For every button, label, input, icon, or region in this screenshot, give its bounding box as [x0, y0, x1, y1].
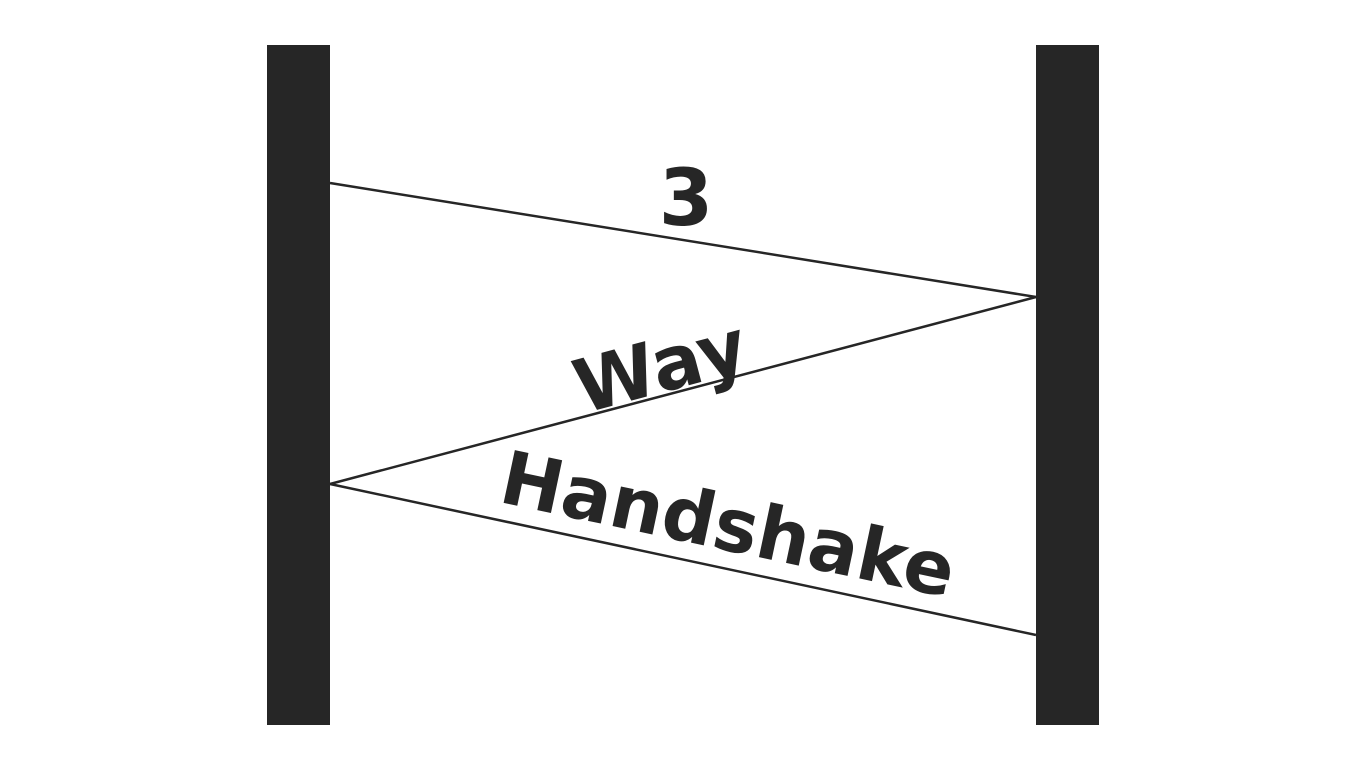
right-endpoint-bar — [1036, 45, 1099, 725]
left-endpoint-bar — [267, 45, 330, 725]
label-number: 3 — [659, 154, 713, 244]
message-line-2 — [329, 295, 1037, 486]
message-line-1 — [329, 181, 1037, 299]
message-line-3 — [329, 482, 1037, 637]
label-way: Way — [565, 303, 756, 431]
label-handshake: Handshake — [493, 435, 962, 615]
